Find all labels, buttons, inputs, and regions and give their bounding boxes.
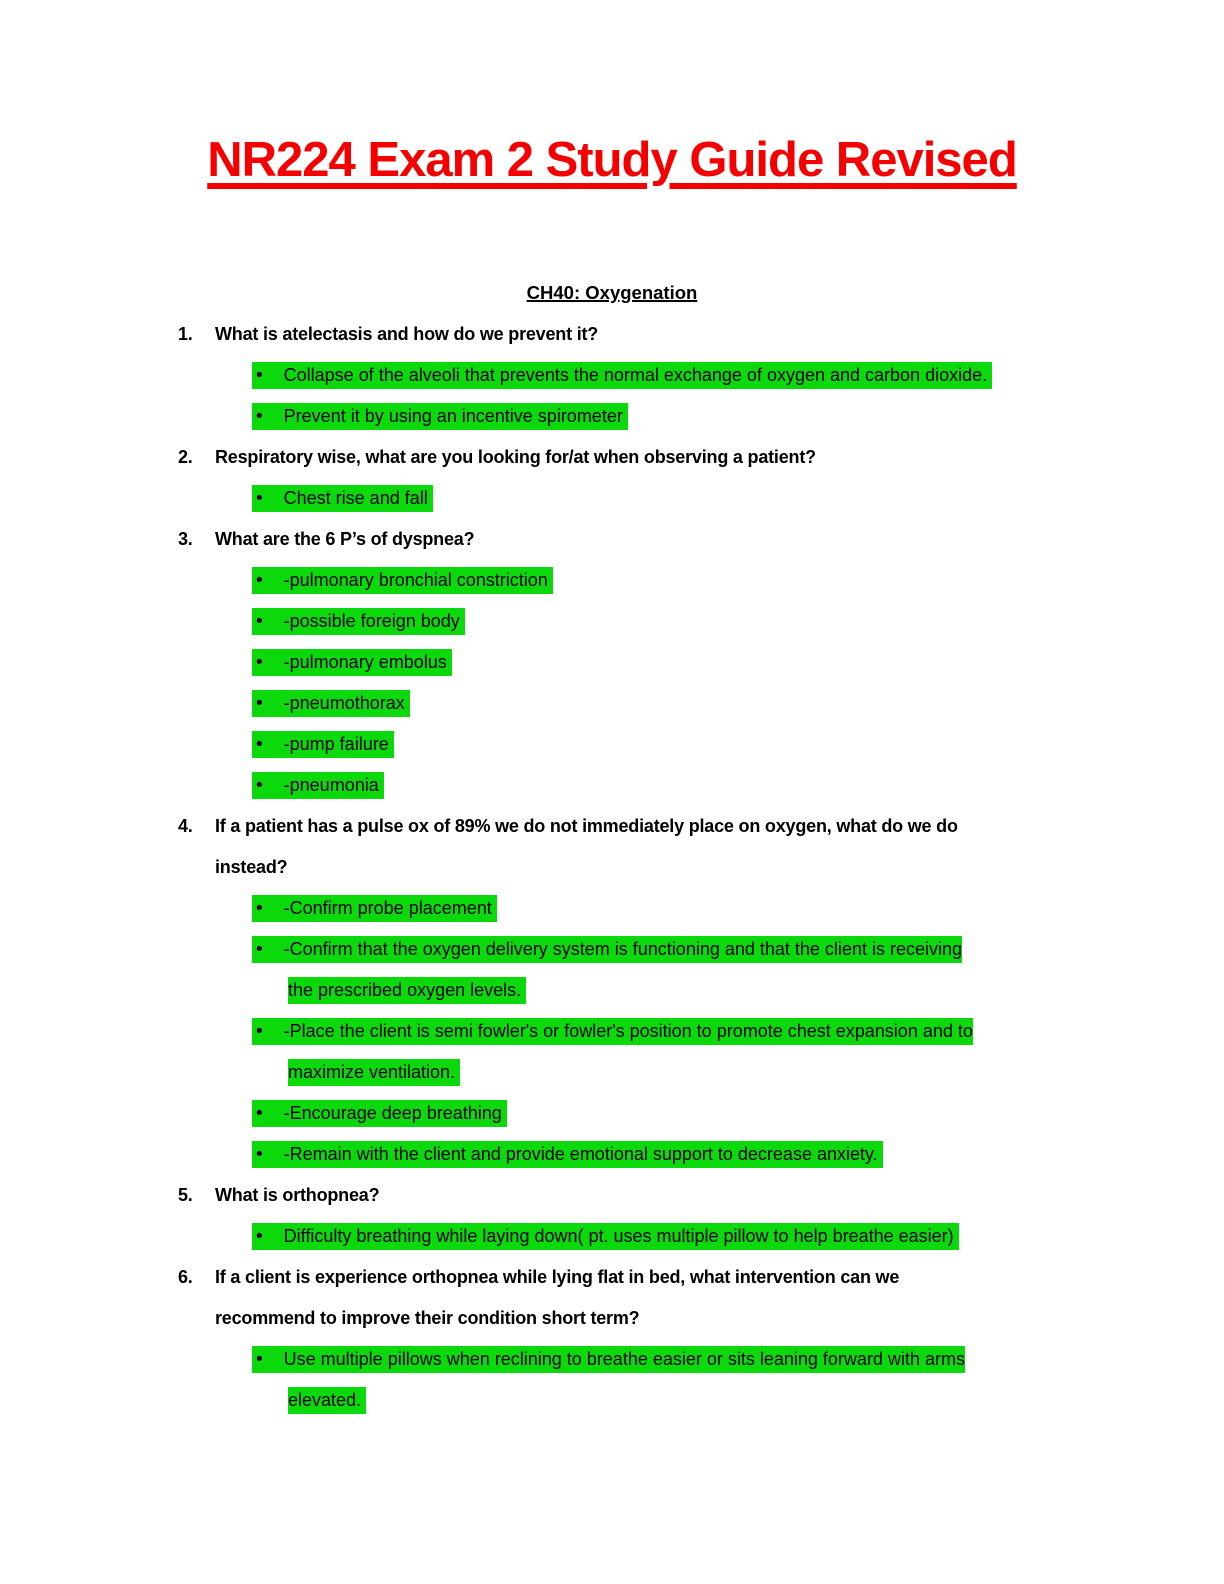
- answer-text: -possible foreign body: [283, 611, 460, 631]
- answer-text: -Place the client is semi fowler's or fo…: [283, 1021, 973, 1082]
- bullet-icon: •: [256, 898, 263, 919]
- bullet-icon: •: [256, 939, 263, 960]
- answer-highlight: • Difficulty breathing while laying down(…: [252, 1223, 959, 1250]
- answer-item: • -pulmonary bronchial constriction: [0, 560, 1224, 601]
- answer-highlight: • -Place the client is semi fowler's or f…: [252, 1018, 973, 1086]
- section-heading: CH40: Oxygenation: [526, 282, 698, 303]
- bullet-icon: •: [256, 365, 263, 386]
- answer-item: • Use multiple pillows when reclining to …: [0, 1339, 1224, 1421]
- bullet-icon: •: [256, 1226, 263, 1247]
- bullet-icon: •: [256, 406, 263, 427]
- answer-text: -Confirm that the oxygen delivery system…: [283, 939, 962, 1000]
- answer-highlight: • -pneumothorax: [252, 690, 410, 717]
- question-number: 5.: [178, 1185, 193, 1205]
- answer-text: -Remain with the client and provide emot…: [283, 1144, 878, 1164]
- question-number: 6.: [178, 1267, 193, 1287]
- bullet-icon: •: [256, 488, 263, 509]
- answer-highlight: • -pump failure: [252, 731, 394, 758]
- question-number: 2.: [178, 447, 193, 467]
- answer-item: • -pump failure: [0, 724, 1224, 765]
- question-text: If a client is experience orthopnea whil…: [215, 1267, 900, 1328]
- bullet-icon: •: [256, 775, 263, 796]
- question-text: What are the 6 P’s of dyspnea?: [215, 529, 475, 549]
- bullet-icon: •: [256, 1144, 263, 1165]
- answer-item: • -possible foreign body: [0, 601, 1224, 642]
- answer-highlight: • Chest rise and fall: [252, 485, 433, 512]
- answer-item: • -Confirm probe placement: [0, 888, 1224, 929]
- bullet-icon: •: [256, 611, 263, 632]
- section-heading-block: CH40: Oxygenation: [0, 272, 1224, 314]
- answer-highlight: • -pulmonary embolus: [252, 649, 452, 676]
- answer-highlight: • Prevent it by using an incentive spirom…: [252, 403, 628, 430]
- question-text: If a patient has a pulse ox of 89% we do…: [215, 816, 958, 877]
- answer-text: -Encourage deep breathing: [283, 1103, 502, 1123]
- question-item: 1. What is atelectasis and how do we pre…: [0, 314, 1224, 355]
- question-text: What is atelectasis and how do we preven…: [215, 324, 599, 344]
- question-item: 5. What is orthopnea?: [0, 1175, 1224, 1216]
- answer-highlight: • Collapse of the alveoli that prevents t…: [252, 362, 993, 389]
- answer-text: -Confirm probe placement: [283, 898, 492, 918]
- answer-text: -pump failure: [283, 734, 389, 754]
- question-text: Respiratory wise, what are you looking f…: [215, 447, 816, 467]
- bullet-icon: •: [256, 1349, 263, 1370]
- question-item: 2. Respiratory wise, what are you lookin…: [0, 437, 1224, 478]
- title-block: NR224 Exam 2 Study Guide Revised: [0, 0, 1224, 188]
- page-title: NR224 Exam 2 Study Guide Revised: [207, 133, 1017, 187]
- answer-text: -pneumonia: [283, 775, 379, 795]
- answer-highlight: • -pulmonary bronchial constriction: [252, 567, 553, 594]
- document-body: CH40: Oxygenation 1. What is atelectasis…: [0, 272, 1224, 1421]
- answer-item: • -pulmonary embolus: [0, 642, 1224, 683]
- answer-highlight: • -Encourage deep breathing: [252, 1100, 507, 1127]
- question-number: 3.: [178, 529, 193, 549]
- question-number: 4.: [178, 816, 193, 836]
- bullet-icon: •: [256, 734, 263, 755]
- bullet-icon: •: [256, 693, 263, 714]
- answer-item: • Chest rise and fall: [0, 478, 1224, 519]
- answer-text: Prevent it by using an incentive spirome…: [283, 406, 623, 426]
- answer-text: Difficulty breathing while laying down( …: [283, 1226, 954, 1246]
- answer-item: • -Remain with the client and provide emo…: [0, 1134, 1224, 1175]
- answer-highlight: • -Remain with the client and provide emo…: [252, 1141, 883, 1168]
- answer-item: • Difficulty breathing while laying down(…: [0, 1216, 1224, 1257]
- answer-item: • -Encourage deep breathing: [0, 1093, 1224, 1134]
- answer-item: • -pneumothorax: [0, 683, 1224, 724]
- answer-text: Use multiple pillows when reclining to b…: [283, 1349, 965, 1410]
- question-item: 4. If a patient has a pulse ox of 89% we…: [0, 806, 1224, 888]
- answer-highlight: • -Confirm probe placement: [252, 895, 497, 922]
- answer-highlight: • -pneumonia: [252, 772, 384, 799]
- answer-item: • -pneumonia: [0, 765, 1224, 806]
- answer-item: • -Confirm that the oxygen delivery syste…: [0, 929, 1224, 1011]
- question-text: What is orthopnea?: [215, 1185, 380, 1205]
- answer-text: Chest rise and fall: [283, 488, 428, 508]
- bullet-icon: •: [256, 652, 263, 673]
- bullet-icon: •: [256, 1103, 263, 1124]
- question-item: 3. What are the 6 P’s of dyspnea?: [0, 519, 1224, 560]
- answer-text: -pulmonary bronchial constriction: [283, 570, 548, 590]
- answer-item: • Collapse of the alveoli that prevents t…: [0, 355, 1224, 396]
- answer-item: • Prevent it by using an incentive spirom…: [0, 396, 1224, 437]
- answer-highlight: • Use multiple pillows when reclining to …: [252, 1346, 965, 1414]
- question-number: 1.: [178, 324, 193, 344]
- answer-highlight: • -possible foreign body: [252, 608, 465, 635]
- answer-text: Collapse of the alveoli that prevents th…: [283, 365, 988, 385]
- answer-text: -pneumothorax: [283, 693, 405, 713]
- answer-item: • -Place the client is semi fowler's or f…: [0, 1011, 1224, 1093]
- answer-highlight: • -Confirm that the oxygen delivery syste…: [252, 936, 962, 1004]
- bullet-icon: •: [256, 1021, 263, 1042]
- answer-text: -pulmonary embolus: [283, 652, 447, 672]
- bullet-icon: •: [256, 570, 263, 591]
- question-item: 6. If a client is experience orthopnea w…: [0, 1257, 1224, 1339]
